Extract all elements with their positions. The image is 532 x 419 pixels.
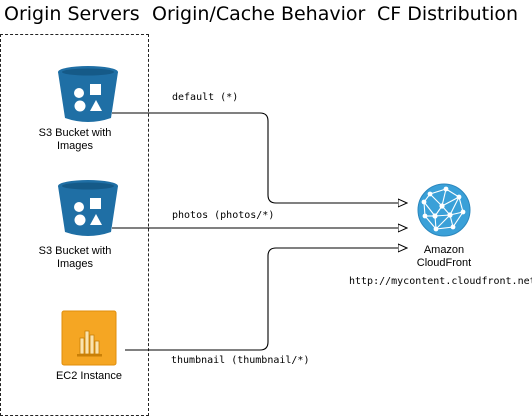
s3-bucket-label: S3 Bucket with Images bbox=[20, 245, 130, 271]
cloudfront-label-line1: Amazon bbox=[423, 244, 465, 256]
s3-bucket-label: S3 Bucket with Images bbox=[20, 127, 130, 153]
connector-thumbnail bbox=[125, 248, 407, 351]
origin-servers-header: Origin Servers bbox=[4, 3, 140, 25]
cloudfront-url: http://mycontent.cloudfront.net bbox=[349, 276, 532, 287]
cache-behavior-header: Origin/Cache Behavior bbox=[152, 3, 366, 25]
cloudfront-label-line2: CloudFront bbox=[416, 257, 472, 269]
s3-bucket-label-line2: Images bbox=[56, 258, 94, 270]
origin-servers-group bbox=[0, 34, 149, 416]
s3-bucket-label-line1: S3 Bucket with bbox=[38, 245, 112, 257]
ec2-instance-label: EC2 Instance bbox=[34, 370, 144, 383]
cloudfront-label: Amazon CloudFront bbox=[389, 244, 499, 270]
connector-default bbox=[112, 112, 407, 203]
behavior-default-label: default (*) bbox=[172, 92, 239, 103]
s3-bucket-label-line2: Images bbox=[56, 140, 94, 152]
behavior-photos-label: photos (photos/*) bbox=[172, 210, 275, 221]
s3-bucket-label-line1: S3 Bucket with bbox=[38, 127, 112, 139]
cf-distribution-header: CF Distribution bbox=[377, 3, 519, 25]
behavior-thumbnail-label: thumbnail (thumbnail/*) bbox=[171, 355, 310, 366]
ec2-instance-label-line1: EC2 Instance bbox=[55, 370, 123, 382]
